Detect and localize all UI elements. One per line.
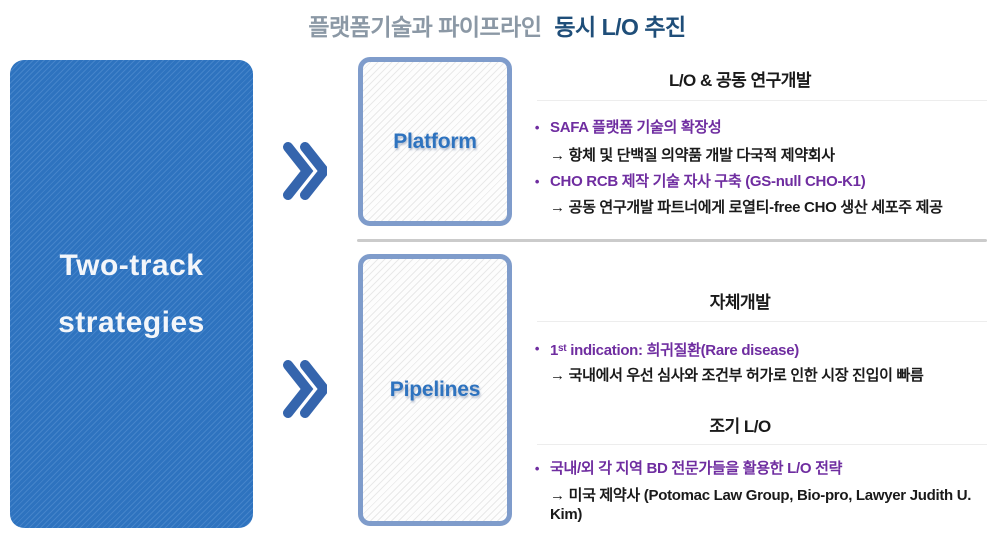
platform-box: Platform bbox=[358, 57, 512, 226]
header-underline bbox=[537, 100, 987, 101]
bullet-dot-icon: • bbox=[534, 120, 540, 135]
bullet-text: 1st indication: 희귀질환(Rare disease) bbox=[550, 339, 799, 360]
bullet-text: CHO RCB 제작 기술 자사 구축 (GS-null CHO-K1) bbox=[550, 173, 866, 190]
section-lo-codev-header: L/O & 공동 연구개발 bbox=[668, 71, 812, 90]
bullet-item: • SAFA 플랫폼 기술의 확장성 bbox=[524, 118, 990, 137]
bullet-number: 1 bbox=[550, 342, 559, 359]
sub-item: → 공동 연구개발 파트너에게 로열티-free CHO 생산 세포주 제공 bbox=[550, 199, 943, 216]
bullet-rest: indication: 희귀질환(Rare disease) bbox=[566, 342, 799, 359]
bullet-text: 국내/외 각 지역 BD 전문가들을 활용한 L/O 전략 bbox=[550, 460, 843, 477]
pipelines-box: Pipelines bbox=[358, 254, 512, 526]
header-underline bbox=[537, 444, 987, 445]
bullet-item: • CHO RCB 제작 기술 자사 구축 (GS-null CHO-K1) bbox=[524, 172, 990, 191]
ordinal-superscript: st bbox=[558, 343, 567, 354]
bullet-dot-icon: • bbox=[534, 461, 540, 476]
bullet-item: • 1st indication: 희귀질환(Rare disease) bbox=[524, 339, 990, 360]
sub-item: → 미국 제약사 (Potomac Law Group, Bio-pro, La… bbox=[550, 487, 972, 523]
header-underline bbox=[537, 321, 987, 322]
bullet-text: SAFA 플랫폼 기술의 확장성 bbox=[550, 119, 722, 136]
double-chevron-right-icon bbox=[283, 142, 327, 200]
two-track-line1: Two-track bbox=[59, 249, 204, 282]
platform-label: Platform bbox=[393, 129, 477, 153]
two-track-strategies-box: Two-track strategies bbox=[10, 60, 253, 528]
bullet-dot-icon: • bbox=[534, 341, 540, 356]
section-divider bbox=[357, 239, 987, 242]
title-accent: 동시 L/O 추진 bbox=[554, 14, 686, 40]
section-early-lo-header: 조기 L/O bbox=[709, 417, 771, 436]
page-title: 플랫폼기술과 파이프라인 동시 L/O 추진 bbox=[0, 8, 994, 42]
sub-item: → 국내에서 우선 심사와 조건부 허가로 인한 시장 진입이 빠름 bbox=[550, 367, 924, 384]
section-self-dev-header: 자체개발 bbox=[709, 293, 771, 312]
sub-item: → 항체 및 단백질 의약품 개발 다국적 제약회사 bbox=[550, 147, 835, 164]
double-chevron-right-icon bbox=[283, 360, 327, 418]
bullet-dot-icon: • bbox=[534, 174, 540, 189]
two-track-line2: strategies bbox=[58, 306, 205, 339]
title-main: 플랫폼기술과 파이프라인 bbox=[308, 14, 542, 40]
pipelines-label: Pipelines bbox=[389, 378, 481, 401]
bullet-item: • 국내/외 각 지역 BD 전문가들을 활용한 L/O 전략 bbox=[524, 459, 990, 478]
